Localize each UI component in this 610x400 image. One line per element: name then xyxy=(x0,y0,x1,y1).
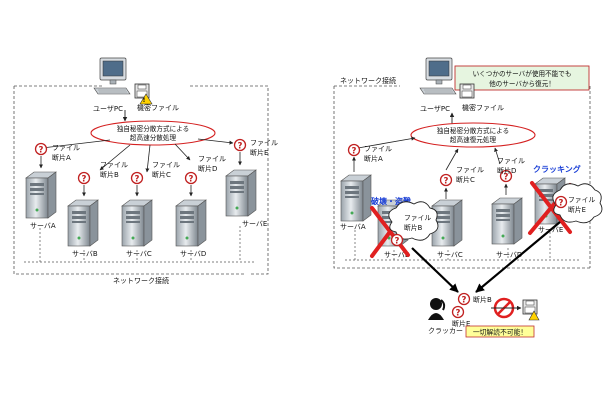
fragment-d-label-2: 断片D xyxy=(198,164,217,173)
result-label: 一切解読不可能！ xyxy=(473,328,527,337)
cloud-e-question-icon xyxy=(554,195,568,209)
restore-label-2: 超高速復元処理 xyxy=(450,135,497,144)
process-label-2: 超高速分散処理 xyxy=(130,133,177,142)
fragment-a-label-2: 断片A xyxy=(364,154,383,163)
network-boundary xyxy=(13,85,246,275)
callout-line-2: 他のサーバから復元！ xyxy=(489,79,555,88)
right-diagram: ネットワーク接続 いくつかのサーバが使用不能でも 他のサーバから復元！ ユーザP… xyxy=(333,57,603,338)
cracker-icon xyxy=(428,298,446,320)
secret-file-icon xyxy=(459,83,475,99)
restore-label-1: 独自秘密分散方式による xyxy=(437,126,509,135)
fragment-b-icon xyxy=(77,171,91,185)
fragment-c-icon xyxy=(130,171,144,185)
server-a-label: サーバA xyxy=(340,223,366,231)
server-a-label: サーバA xyxy=(30,222,56,230)
fragment-e-icon xyxy=(233,138,247,152)
user-pc-icon xyxy=(419,57,457,95)
server-d-label: サーバD xyxy=(180,250,206,258)
fragment-e-label-2: 断片E xyxy=(250,148,268,157)
fragment-a-label-1: ファイル xyxy=(52,144,80,152)
stolen-e-label: 断片E xyxy=(452,319,470,328)
process-label-1: 独自秘密分散方式による xyxy=(117,124,189,133)
fragment-c-label-1: ファイル xyxy=(456,166,484,174)
cloud-b-question-icon xyxy=(390,233,404,247)
callout-line-1: いくつかのサーバが使用不能でも xyxy=(473,69,572,78)
network-label: ネットワーク接続 xyxy=(340,76,396,85)
fragment-e-label-1: ファイル xyxy=(250,139,278,147)
fragment-a-icon xyxy=(347,143,361,157)
fragment-d-label-1: ファイル xyxy=(497,157,525,165)
restore-ellipse xyxy=(410,122,536,148)
user-pc-label: ユーザPC xyxy=(93,105,123,113)
fragment-b-label-2: 断片B xyxy=(100,170,119,179)
server-b-label: サーバB xyxy=(72,250,98,258)
server-c-label: サーバC xyxy=(126,250,152,258)
secret-file-label: 機密ファイル xyxy=(462,103,504,112)
fragment-c-label-1: ファイル xyxy=(152,161,180,169)
server-a-icon xyxy=(25,171,57,219)
fragment-c-icon xyxy=(439,173,453,187)
cloud-b-label-2: 断片B xyxy=(404,223,423,232)
stolen-b-label: 断片B xyxy=(473,295,492,304)
secret-file-label: 機密ファイル xyxy=(137,103,179,112)
fragment-d-icon xyxy=(184,171,198,185)
server-a-icon xyxy=(340,174,372,222)
cracking-label: クラッキング xyxy=(533,164,581,174)
destroy-label: 破壊・盗難 xyxy=(371,196,411,206)
cloud-e-label-1: ファイル xyxy=(568,196,595,204)
svg-text:!: ! xyxy=(143,97,146,104)
fragment-b-label-1: ファイル xyxy=(100,161,128,169)
steal-arrow-e xyxy=(475,221,561,293)
stolen-b-icon xyxy=(457,292,471,306)
server-d-label: サーバD xyxy=(496,251,522,259)
cracker-label: クラッカー xyxy=(428,327,463,335)
user-pc-label: ユーザPC xyxy=(420,105,450,113)
fragment-d-label-2: 断片D xyxy=(497,166,516,175)
cloud-e-label-2: 断片E xyxy=(568,205,586,214)
result-box xyxy=(465,325,535,338)
fragment-c-label-2: 断片C xyxy=(456,175,475,184)
server-c-label: サーバC xyxy=(437,251,463,259)
server-e-label: サーバE xyxy=(242,220,267,228)
stolen-e-icon xyxy=(451,305,465,319)
server-c-icon xyxy=(121,199,153,247)
server-b-label: サーバB xyxy=(384,251,410,259)
process-ellipse xyxy=(90,120,216,146)
user-pc-icon xyxy=(93,57,131,95)
server-e-icon xyxy=(225,169,257,217)
server-d-icon xyxy=(491,197,523,245)
server-b-icon xyxy=(67,199,99,247)
fragment-a-label-2: 断片A xyxy=(52,153,71,162)
fragment-a-icon xyxy=(34,142,48,156)
fragment-d-label-1: ファイル xyxy=(198,155,226,163)
steal-arrow-b xyxy=(411,247,459,293)
restore-callout xyxy=(454,65,590,91)
cloud-fragment-e xyxy=(552,183,603,224)
warning-icon xyxy=(139,93,153,105)
fragment-c-label-2: 断片C xyxy=(152,170,171,179)
target-file-icon xyxy=(522,299,538,315)
fragment-a-label-1: ファイル xyxy=(364,145,392,153)
server-d-icon xyxy=(175,199,207,247)
left-diagram: ユーザPC ! 機密ファイル 独自秘密分散方式による 超高速分散処理 ファイル … xyxy=(13,57,278,285)
network-boundary-right xyxy=(190,85,269,275)
cloud-b-label-1: ファイル xyxy=(404,214,431,222)
network-label: ネットワーク接続 xyxy=(113,276,169,285)
